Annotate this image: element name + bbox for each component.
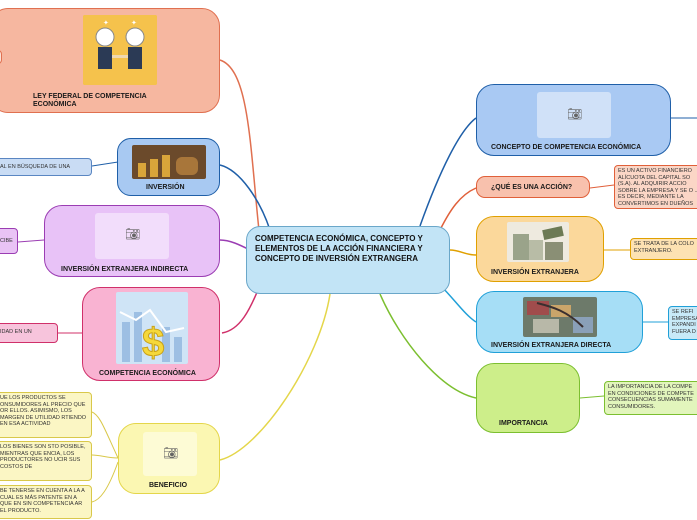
dollar-chart-illustration: $: [116, 292, 188, 364]
node-label: INVERSIÓN EXTRANJERA: [491, 269, 579, 276]
image-placeholder: [95, 213, 169, 259]
node-ley-federal[interactable]: ✦ ✦ LEY FEDERAL DE COMPETENCIA ECONÓMICA: [0, 8, 220, 113]
note-indirecta: CIBE: [0, 228, 18, 254]
map-money-illustration: [523, 297, 597, 337]
camera-icon: 📷︎: [567, 107, 583, 121]
node-que-es-accion[interactable]: ¿QUÉ ES UNA ACCIÓN?: [476, 176, 590, 198]
note-extranjera: SE TRATA DE LA COLO EXTRANJERO.: [630, 238, 697, 260]
svg-text:✦: ✦: [103, 19, 109, 27]
node-label: INVERSIÓN EXTRANJERA DIRECTA: [491, 342, 612, 349]
node-label: CONCEPTO DE COMPETENCIA ECONÓMICA: [491, 144, 642, 151]
node-inversion-indirecta[interactable]: 📷︎ INVERSIÓN EXTRANJERA INDIRECTA: [44, 205, 220, 277]
node-beneficio[interactable]: 📷︎ BENEFICIO: [118, 423, 220, 494]
central-topic[interactable]: COMPETENCIA ECONÓMICA, CONCEPTO Y ELEMEN…: [246, 226, 450, 294]
note-beneficio-3: BE TENERSE EN CUENTA A LA A CUAL ES MÁS …: [0, 485, 92, 519]
node-inversion-directa[interactable]: INVERSIÓN EXTRANJERA DIRECTA: [476, 291, 643, 353]
node-inversion[interactable]: INVERSIÓN: [117, 138, 220, 196]
note-directa: SE REFI EMPRESA EXPANDI FUERA D: [668, 306, 697, 340]
node-label: INVERSIÓN: [146, 184, 185, 191]
money-illustration: [132, 145, 206, 179]
note-beneficio-2: LOS BIENES SON STO POSIBLE, MIENTRAS QUE…: [0, 441, 92, 481]
node-label: ¿QUÉ ES UNA ACCIÓN?: [491, 184, 573, 191]
note-accion: ES UN ACTIVO FINANCIERO ALÍCUOTA DEL CAP…: [614, 165, 697, 209]
node-label: LEY FEDERAL DE COMPETENCIA ECONÓMICA: [33, 93, 147, 108]
svg-text:✦: ✦: [131, 19, 137, 27]
node-label: COMPETENCIA ECONÓMICA: [99, 370, 196, 377]
note-importancia: LA IMPORTANCIA DE LA COMPE EN CONDICIONE…: [604, 381, 697, 415]
node-label: INVERSIÓN EXTRANJERA INDIRECTA: [61, 266, 189, 273]
node-inversion-extranjera[interactable]: INVERSIÓN EXTRANJERA: [476, 216, 604, 282]
node-importancia[interactable]: IMPORTANCIA: [476, 363, 580, 433]
note-inversion: AL EN BÚSQUEDA DE UNA: [0, 158, 92, 176]
note-competencia: IDAD EN UN: [0, 323, 58, 343]
node-competencia-economica[interactable]: $ COMPETENCIA ECONÓMICA: [82, 287, 220, 381]
node-label: IMPORTANCIA: [499, 420, 548, 427]
business-illustration: ✦ ✦: [83, 15, 157, 85]
note-beneficio-1: UE LOS PRODUCTOS SE ONSUMIDORES AL PRECI…: [0, 392, 92, 438]
image-placeholder: [143, 432, 197, 476]
image-placeholder: [537, 92, 611, 138]
node-concepto-competencia[interactable]: 📷︎ CONCEPTO DE COMPETENCIA ECONÓMICA: [476, 84, 671, 156]
money-stack-illustration: [507, 222, 569, 262]
node-label: BENEFICIO: [149, 482, 188, 489]
camera-icon: 📷︎: [163, 446, 179, 460]
camera-icon: 📷︎: [125, 227, 141, 241]
svg-text:$: $: [142, 321, 164, 364]
